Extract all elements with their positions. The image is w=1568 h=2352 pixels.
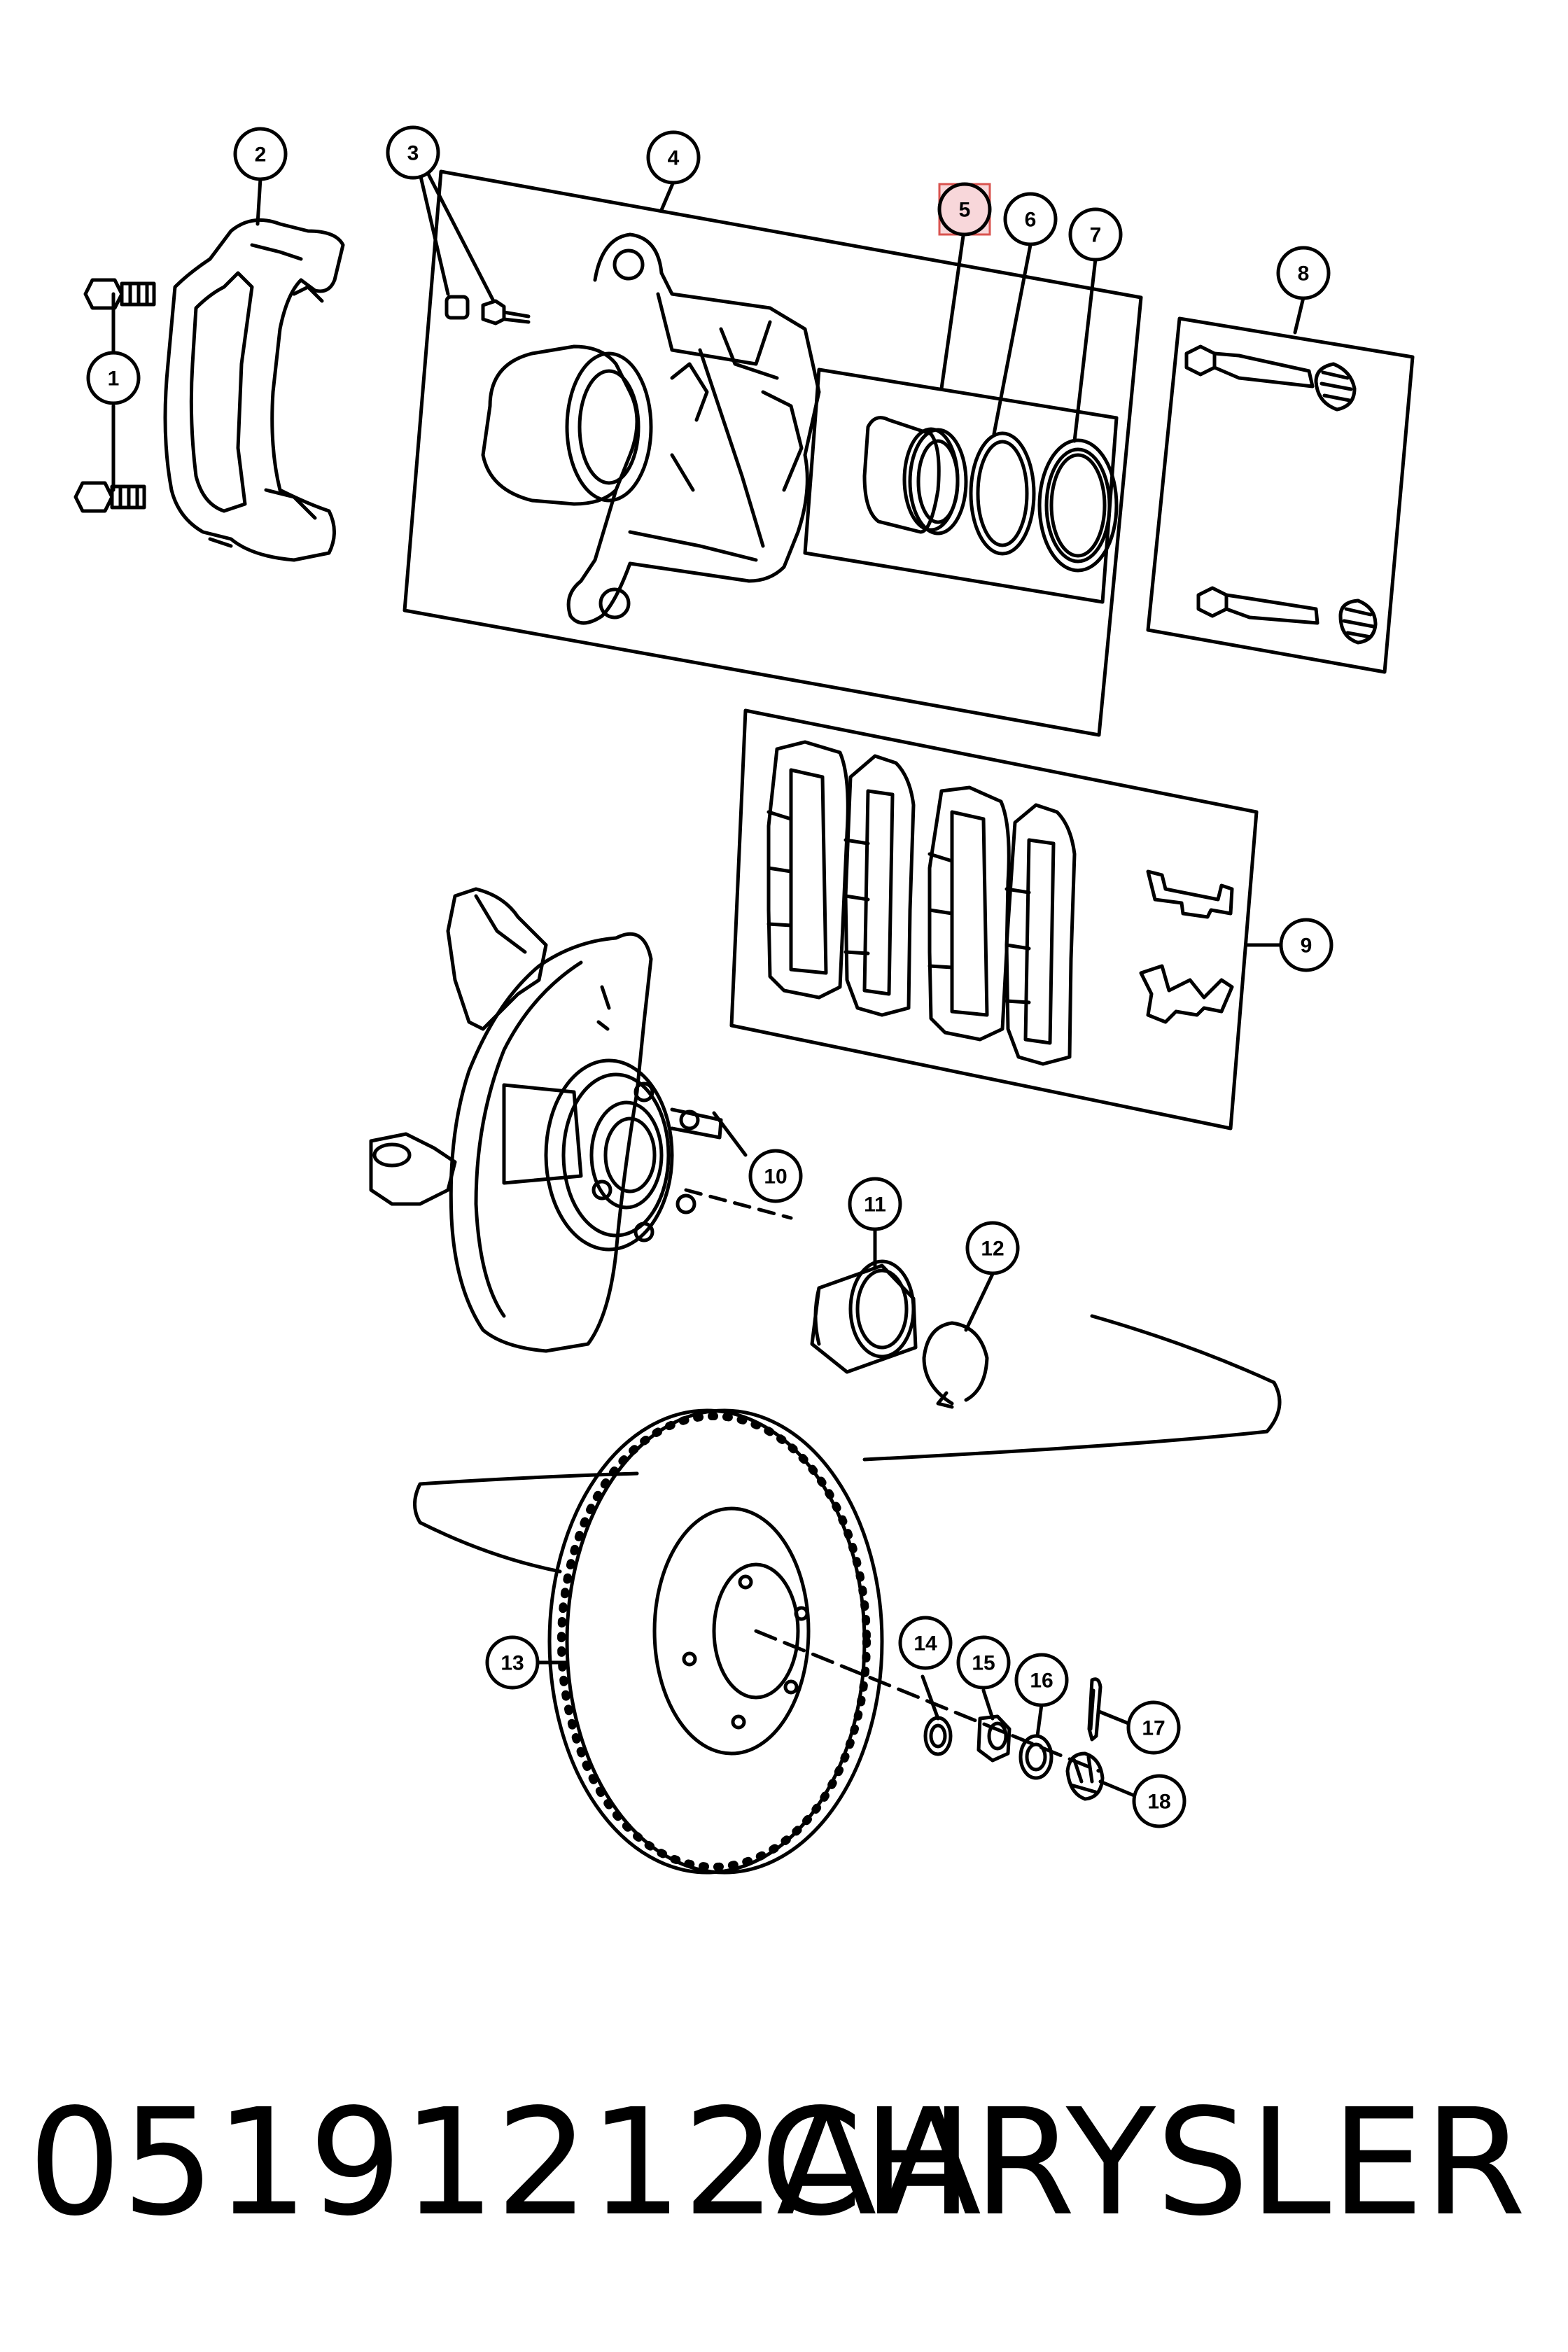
brake-pad-1 — [766, 740, 850, 1000]
callout-9-circle — [1279, 918, 1334, 972]
callout-7: 7 — [1090, 224, 1102, 247]
splash-shield — [449, 932, 653, 1353]
leader-7 — [1072, 257, 1098, 443]
leader-2 — [255, 176, 262, 226]
leader-3 — [418, 169, 496, 303]
leader-10 — [712, 1111, 748, 1157]
brand-caption: CHRYSLER — [760, 2077, 1526, 2248]
piston — [862, 416, 968, 536]
callout-5-circle — [937, 182, 992, 237]
callout-14: 14 — [913, 1632, 937, 1656]
leader-18 — [1098, 1779, 1136, 1798]
callout-16-circle — [1014, 1653, 1069, 1707]
nut-retainer — [1065, 1751, 1105, 1801]
callout-18: 18 — [1147, 1791, 1170, 1814]
callout-1: 1 — [108, 368, 120, 391]
callout-4-circle — [646, 130, 701, 185]
wheel-bearing — [810, 1259, 918, 1374]
leader-15 — [981, 1688, 995, 1721]
callout-11-circle — [848, 1177, 902, 1231]
leader-16 — [1035, 1702, 1044, 1738]
brake-rotor — [547, 1408, 884, 1875]
dust-boot-ring — [969, 431, 1036, 556]
brake-pad-4 — [1004, 803, 1077, 1066]
leader-6 — [992, 243, 1032, 436]
callout-10-circle — [748, 1149, 803, 1203]
leader-8 — [1293, 295, 1306, 335]
callout-17-circle — [1126, 1700, 1181, 1755]
callout-15: 15 — [972, 1652, 995, 1675]
guide-pin-lower — [1196, 586, 1378, 645]
callout-8-circle — [1276, 246, 1331, 300]
guide-pin-upper — [1184, 344, 1357, 412]
callout-4: 4 — [668, 147, 680, 170]
callout-16: 16 — [1030, 1670, 1053, 1693]
callout-3: 3 — [407, 142, 419, 165]
bleeder-cap — [444, 295, 470, 320]
callout-10: 10 — [764, 1166, 787, 1189]
rotor-axis-line — [754, 1629, 1101, 1773]
guide-pin-box — [1146, 316, 1415, 674]
leader-12 — [964, 1272, 995, 1332]
leader-17 — [1097, 1709, 1130, 1726]
caliper-bracket — [163, 218, 345, 562]
pad-clip-upper — [1146, 869, 1234, 919]
callout-3-circle — [386, 125, 440, 180]
washer — [923, 1716, 953, 1756]
callout-8: 8 — [1298, 262, 1310, 286]
cotter-pin — [1087, 1677, 1102, 1742]
callout-2-circle — [233, 127, 288, 181]
leader-14 — [920, 1674, 940, 1721]
callout-6-circle — [1003, 192, 1058, 246]
snap-ring — [922, 1321, 989, 1409]
callout-7-circle — [1068, 207, 1123, 262]
steering-knuckle — [369, 887, 548, 1206]
rotor-vent-dots — [557, 1412, 871, 1871]
part-number-caption: 05191212AA — [28, 2077, 982, 2248]
callout-11: 11 — [864, 1194, 886, 1217]
wheel-hub — [502, 1058, 700, 1252]
axle-centerline — [684, 1188, 793, 1220]
bolt-lower — [74, 481, 146, 513]
caliper-assembly-box — [402, 169, 1143, 737]
callout-17: 17 — [1142, 1717, 1165, 1740]
leader-4 — [659, 180, 676, 212]
callout-18-circle — [1132, 1774, 1186, 1828]
caliper-housing — [481, 232, 821, 625]
leader-5 — [939, 229, 966, 391]
bolt-upper — [83, 278, 156, 310]
piston-seal-ring — [1037, 438, 1119, 573]
callout-5: 5 — [959, 199, 971, 222]
bleeder-screw — [481, 299, 531, 326]
callout-13-circle — [485, 1635, 540, 1690]
brake-pad-box — [729, 708, 1259, 1130]
brake-pad-2 — [844, 754, 916, 1017]
callout-2: 2 — [255, 144, 267, 167]
hub-nut — [976, 1714, 1011, 1763]
callout-12-circle — [965, 1221, 1020, 1275]
callout-12: 12 — [981, 1238, 1004, 1261]
callout-14-circle — [898, 1616, 953, 1670]
callout-1-circle — [86, 351, 141, 405]
piston-seal-box — [803, 368, 1119, 604]
pad-clip-lower — [1139, 964, 1234, 1024]
brake-pad-3 — [927, 785, 1011, 1042]
wheel-stud — [670, 1107, 723, 1140]
bracket-line-upper — [862, 1314, 1282, 1462]
callout-15-circle — [956, 1635, 1011, 1690]
callout-6: 6 — [1025, 209, 1037, 232]
callout-13: 13 — [500, 1652, 524, 1675]
bracket-line-lower — [413, 1471, 639, 1574]
callout-9: 9 — [1301, 934, 1312, 958]
